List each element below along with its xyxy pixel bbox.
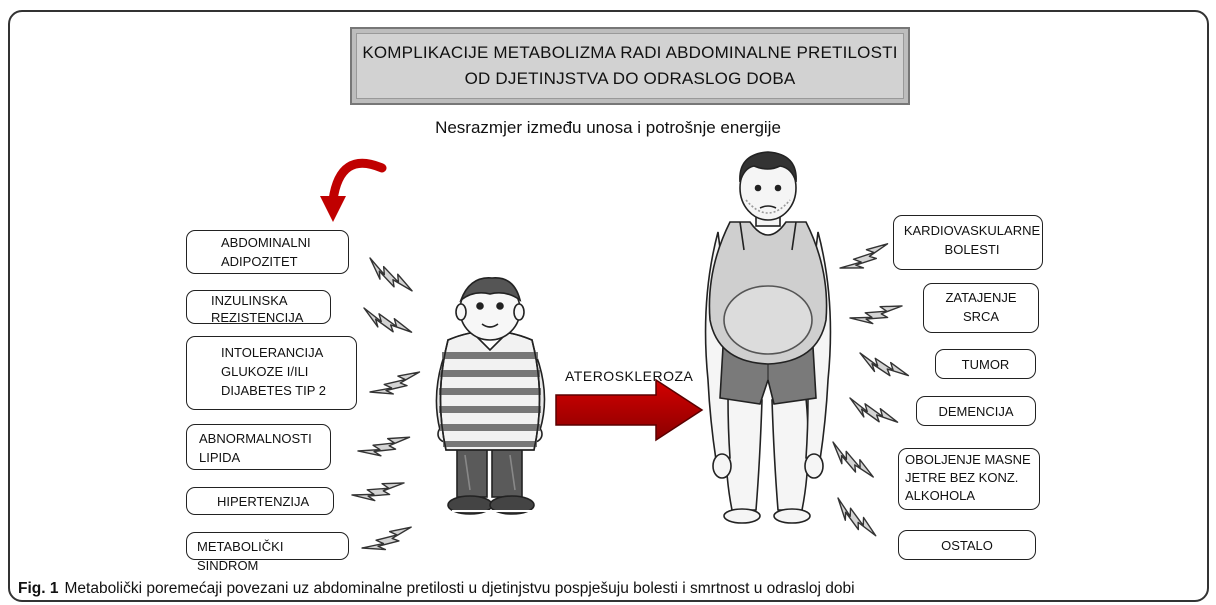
curved-red-arrow-icon [320,158,387,222]
overweight-adult-figure [704,151,832,524]
box-lipid-abnormalities: ABNORMALNOSTI LIPIDA [186,424,331,470]
lightning-bolt-icon [351,471,407,511]
box-fatty-liver: OBOLJENJE MASNE JETRE BEZ KONZ. ALKOHOLA [898,448,1040,510]
title-line-2: OD DJETINJSTVA DO ODRASLOG DOBA [464,69,796,88]
title-box: KOMPLIKACIJE METABOLIZMA RADI ABDOMINALN… [350,27,910,105]
figure-number: Fig. 1 [18,580,59,597]
box-heart-failure: ZATAJENJE SRCA [923,283,1039,333]
lightning-bolt-icon [369,361,423,406]
subtitle: Nesrazmjer između unosa i potrošnje ener… [435,118,781,137]
box-abdominal-adiposity: ABDOMINALNI ADIPOZITET [186,230,349,274]
lightning-bolt-icon [361,516,415,562]
atherosclerosis-label: ATEROSKLEROZA [565,368,694,384]
box-metabolic-syndrome: METABOLIČKI SINDROM [186,532,349,573]
box-hypertension: HIPERTENZIJA [186,487,334,515]
lightning-bolt-icon [359,307,416,337]
box-insulin-resistance: INZULINSKA REZISTENCIJA [186,290,331,324]
box-dementia: DEMENCIJA [916,396,1036,426]
box-glucose-intolerance: INTOLERANCIJA GLUKOZE I/ILI DIJABETES TI… [186,336,357,410]
title-line-1: KOMPLIKACIJE METABOLIZMA RADI ABDOMINALN… [362,43,898,62]
lightning-bolt-icon [839,233,891,281]
lightning-bolt-icon [362,257,418,296]
lightning-bolt-icon [824,441,880,482]
caption-text: Metabolički poremećaji povezani uz abdom… [64,580,855,597]
lightning-bolt-icon [828,497,883,540]
lightning-bolt-icon [845,397,902,427]
overweight-child-figure [435,277,546,515]
box-cardiovascular-disease: KARDIOVASKULARNE BOLESTI [893,215,1043,270]
lightning-bolt-icon [357,425,413,466]
figure-caption: Fig. 1 Metabolički poremećaji povezani uz… [18,580,855,598]
box-tumor: TUMOR [935,349,1036,379]
atherosclerosis-arrow-icon [555,378,704,442]
figure-frame [8,10,1209,602]
box-other: OSTALO [898,530,1036,560]
lightning-bolt-icon [855,352,912,381]
lightning-bolt-icon [849,294,905,334]
